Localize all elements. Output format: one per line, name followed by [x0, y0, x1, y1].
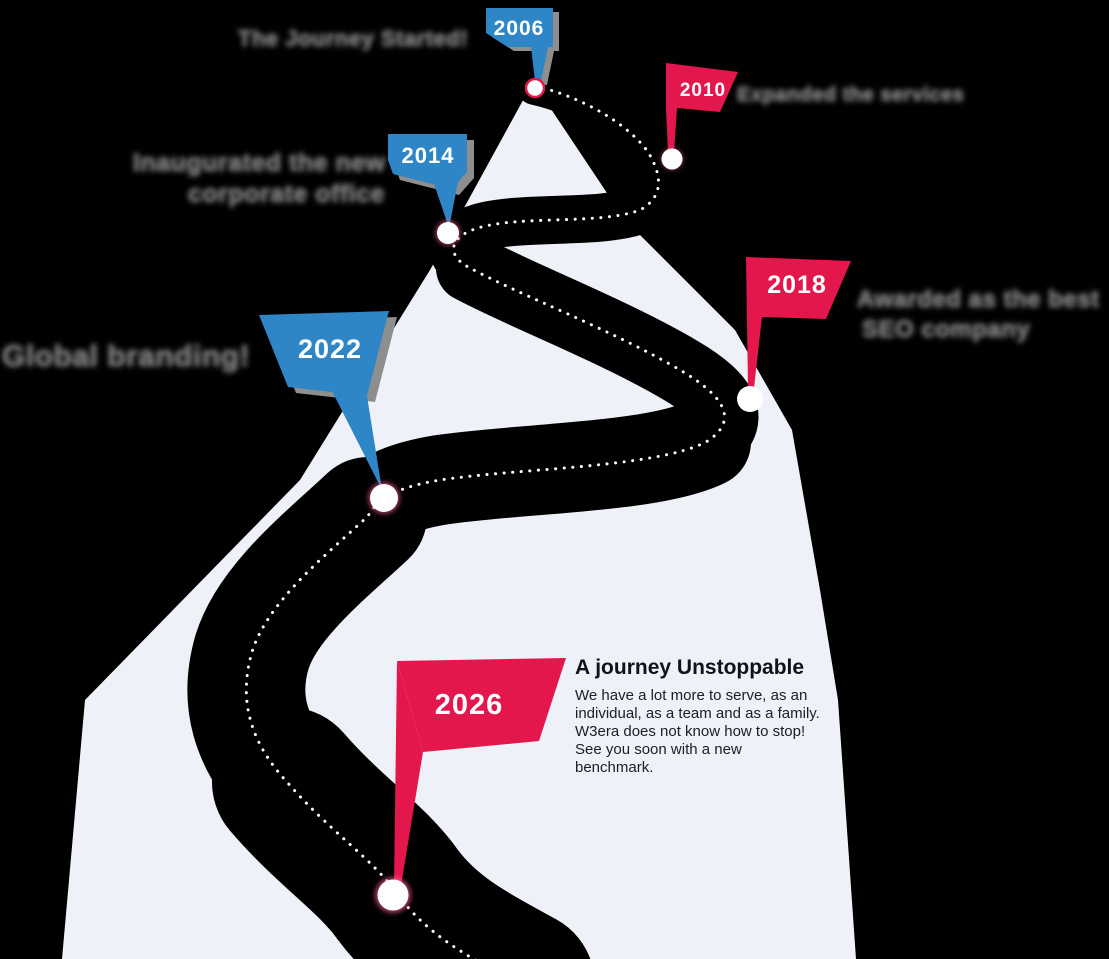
journey-note-line-1: We have a lot more to serve, as an: [575, 687, 808, 704]
milestone-dot-2006: [524, 77, 546, 99]
milestone-flag-2014: 2014: [388, 134, 474, 246]
flag-2026-year: 2026: [435, 689, 504, 721]
flag-2006-shape: [486, 8, 553, 81]
milestone-label-2022: Global branding!: [2, 340, 250, 373]
milestone-dot-2010: [661, 148, 683, 170]
flag-2022-shape: [259, 311, 389, 396]
flag-2006-year: 2006: [494, 17, 545, 40]
milestone-label-2014-line2: corporate office: [188, 180, 385, 208]
milestone-flag-2010: 2010: [661, 63, 738, 170]
milestone-dot-2014: [437, 222, 459, 244]
milestone-label-2018-line1: Awarded as the best: [857, 286, 1100, 313]
flag-2014-tail: [434, 182, 458, 228]
milestone-dot-2018: [737, 386, 763, 412]
flag-2014-shape: [388, 134, 467, 189]
milestone-flag-2026: 2026: [375, 658, 566, 913]
flag-2026-stem: [394, 661, 423, 886]
flag-2018-year: 2018: [767, 271, 827, 299]
road-center-dotted-line: [244, 84, 726, 959]
flag-2022-year: 2022: [298, 334, 362, 364]
journey-note-line-5: benchmark.: [575, 759, 654, 776]
flag-2010-year: 2010: [680, 80, 726, 101]
milestone-dot-2022: [370, 484, 398, 512]
flag-2014-year: 2014: [402, 143, 455, 168]
journey-note-line-3: W3era does not know how to stop!: [575, 723, 806, 740]
milestone-label-2006: The Journey Started!: [238, 26, 469, 51]
journey-note-line-4: See you soon with a new: [575, 741, 742, 758]
milestone-label-2014-line1: Inaugurated the new: [133, 149, 386, 177]
milestone-flag-2006: 2006: [486, 8, 559, 99]
flag-2026-shape: [397, 658, 566, 752]
milestone-flag-2022: 2022: [259, 311, 400, 514]
journey-note-line-2: individual, as a team and as a family.: [575, 705, 820, 722]
milestone-flag-2018: 2018: [737, 257, 851, 412]
milestone-label-2018-line2: SEO company: [862, 316, 1031, 343]
milestone-dot-2026: [377, 879, 409, 911]
flag-2018-shape: [746, 257, 851, 388]
journey-note: A journey Unstoppable We have a lot more…: [575, 656, 847, 777]
flag-2022-tail: [332, 391, 382, 490]
journey-note-heading: A journey Unstoppable: [575, 656, 805, 679]
milestone-label-2010: Expanded the services: [737, 84, 965, 106]
flag-2010-shape: [666, 63, 738, 152]
